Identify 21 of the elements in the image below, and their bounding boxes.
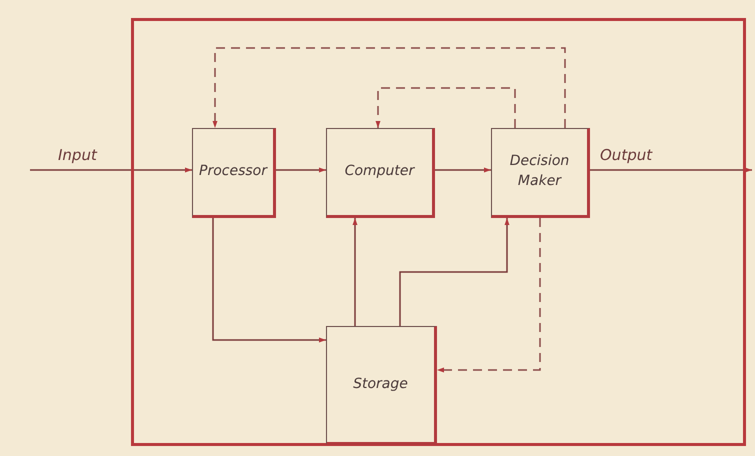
box-label: Processor <box>199 162 267 182</box>
system-frame <box>131 18 746 446</box>
process-box <box>491 128 590 218</box>
arrow <box>30 168 192 172</box>
process-box <box>326 326 437 445</box>
arrow <box>276 168 326 172</box>
arrow <box>212 218 326 342</box>
process-box <box>326 128 435 218</box>
arrow <box>590 168 752 172</box>
process-box <box>192 128 276 218</box>
arrow <box>376 87 516 128</box>
box-label: Decision Maker <box>508 152 570 191</box>
box-label: Storage <box>353 374 408 394</box>
arrow <box>352 218 358 326</box>
edge-label: Input <box>58 146 97 164</box>
arrow <box>212 47 566 128</box>
arrow <box>435 168 491 172</box>
arrow <box>437 218 541 372</box>
arrow <box>399 218 510 326</box>
box-label: Computer <box>344 162 414 182</box>
edge-label: Output <box>600 146 652 164</box>
